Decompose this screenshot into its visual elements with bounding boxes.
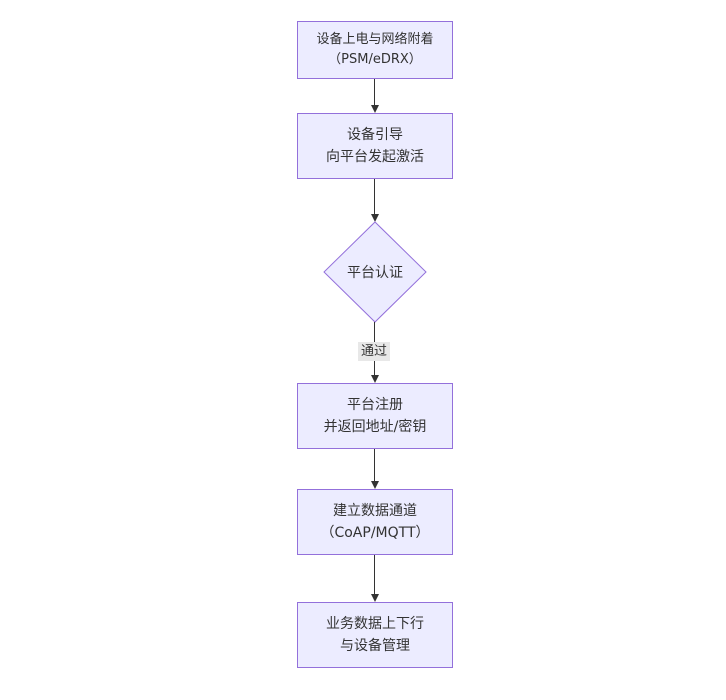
node-bootstrap: 设备引导 向平台发起激活 xyxy=(297,113,453,179)
edge-channel-to-business xyxy=(370,555,379,602)
node-label-line: 平台认证 xyxy=(347,265,403,281)
node-business-data: 业务数据上下行 与设备管理 xyxy=(297,602,453,668)
node-label-line: 设备上电与网络附着 xyxy=(316,32,434,47)
node-label-line: 建立数据通道 xyxy=(333,503,417,519)
edge-line xyxy=(374,179,375,214)
node-label-line: 并返回地址/密钥 xyxy=(323,419,427,435)
node-label-line: （CoAP/MQTT） xyxy=(320,525,430,541)
node-label-line: （PSM/eDRX） xyxy=(328,52,422,67)
edge-label-pass: 通过 xyxy=(357,342,391,361)
node-power-attach: 设备上电与网络附着 （PSM/eDRX） xyxy=(297,21,453,79)
edge-line xyxy=(374,555,375,594)
node-register: 平台注册 并返回地址/密钥 xyxy=(297,383,453,449)
node-label-line: 平台注册 xyxy=(347,397,403,413)
diamond-shape xyxy=(323,221,427,323)
decision-platform-auth: 平台认证 xyxy=(323,221,427,323)
node-label-line: 向平台发起激活 xyxy=(326,149,424,165)
edge-line xyxy=(374,449,375,481)
node-label-line: 与设备管理 xyxy=(340,638,410,654)
node-label-line: 设备引导 xyxy=(347,127,403,143)
edge-bootstrap-to-auth xyxy=(370,179,379,222)
node-label-line: 业务数据上下行 xyxy=(326,616,424,632)
arrowhead-down-icon xyxy=(370,594,379,602)
arrowhead-down-icon xyxy=(370,214,379,222)
arrowhead-down-icon xyxy=(370,105,379,113)
arrowhead-down-icon xyxy=(370,481,379,489)
edge-power-to-bootstrap xyxy=(370,79,379,113)
node-data-channel: 建立数据通道 （CoAP/MQTT） xyxy=(297,489,453,555)
edge-line xyxy=(374,79,375,105)
edge-register-to-channel xyxy=(370,449,379,489)
arrowhead-down-icon xyxy=(370,375,379,383)
